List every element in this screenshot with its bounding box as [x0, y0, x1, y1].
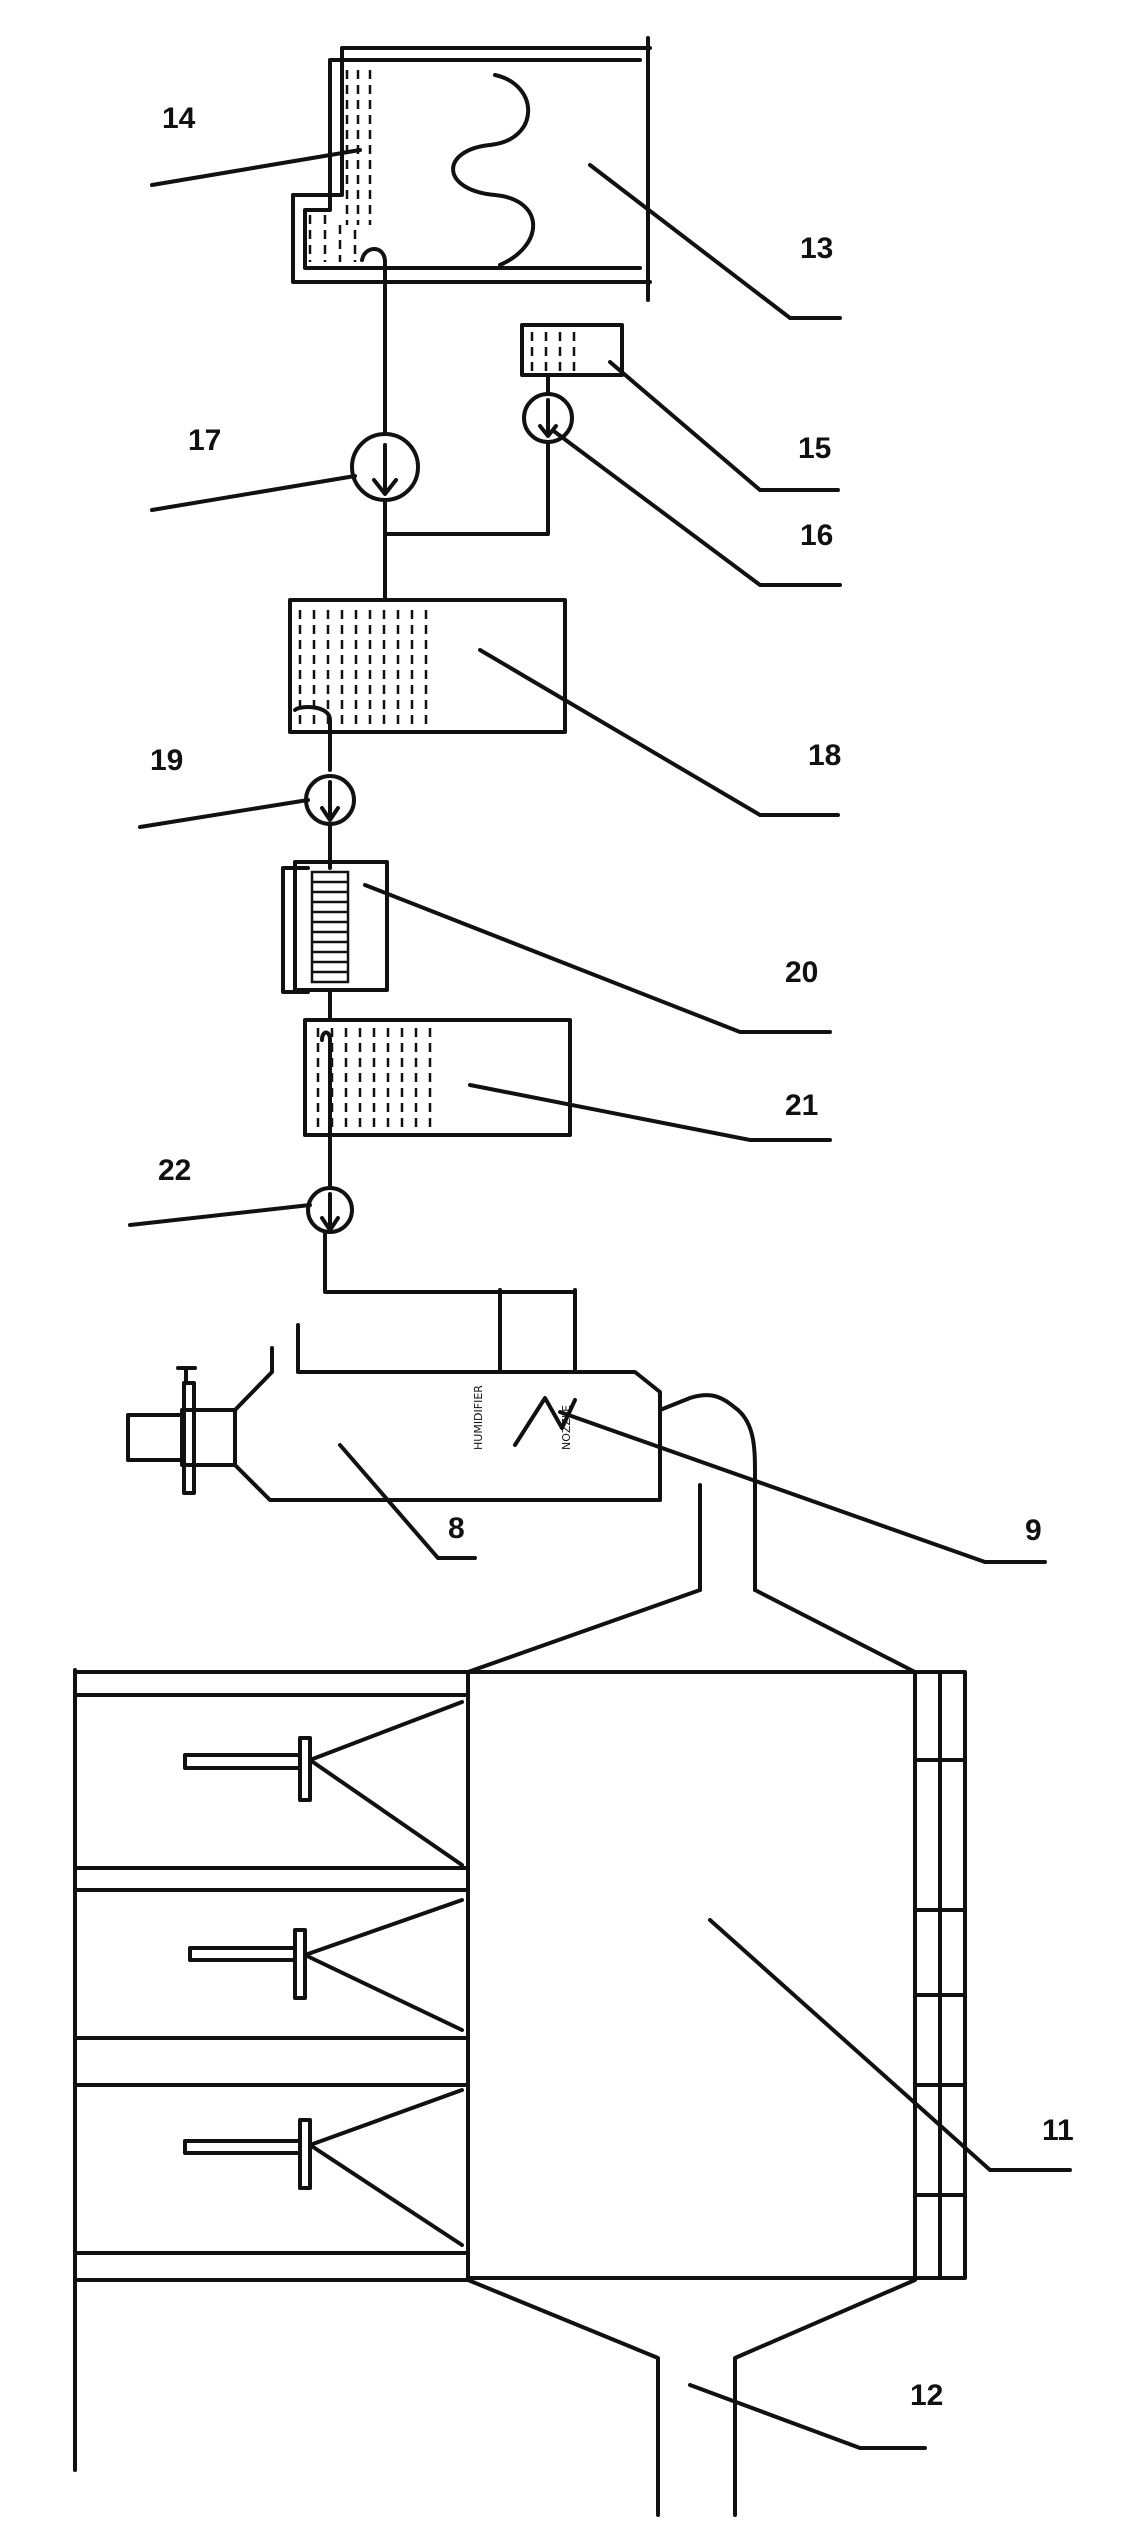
- label-16: 16: [800, 519, 833, 552]
- label-11: 11: [1042, 2114, 1074, 2147]
- vessel-8: HUMIDIFIER NOZZLE: [126, 1288, 757, 1592]
- label-14: 14: [162, 102, 196, 135]
- leader-lines: [128, 148, 1072, 2450]
- chamber-11: [73, 1588, 967, 2517]
- tank-18: [288, 598, 567, 772]
- pump-17: [350, 283, 420, 602]
- label-18: 18: [808, 739, 841, 772]
- label-19: 19: [150, 744, 183, 777]
- filter-20: [281, 860, 389, 1022]
- pump-19: [304, 774, 356, 870]
- label-13: 13: [800, 232, 833, 265]
- tank-21: [303, 1018, 572, 1137]
- small-tank-15: [520, 323, 624, 377]
- label-15: 15: [798, 432, 831, 465]
- label-21: 21: [785, 1089, 818, 1122]
- pump-16: [383, 373, 574, 536]
- label-17: 17: [188, 424, 221, 457]
- top-tank-13: [291, 36, 652, 302]
- pump-22: [306, 1133, 577, 1374]
- label-12: 12: [910, 2379, 943, 2412]
- svg-text:HUMIDIFIER: HUMIDIFIER: [472, 1385, 485, 1450]
- label-8: 8: [448, 1512, 465, 1545]
- label-20: 20: [785, 956, 818, 989]
- label-22: 22: [158, 1154, 191, 1187]
- labels: 14 13 17 15 16 19 18 20 21 22 8 9 11 12: [150, 102, 1074, 2412]
- label-9: 9: [1025, 1514, 1042, 1547]
